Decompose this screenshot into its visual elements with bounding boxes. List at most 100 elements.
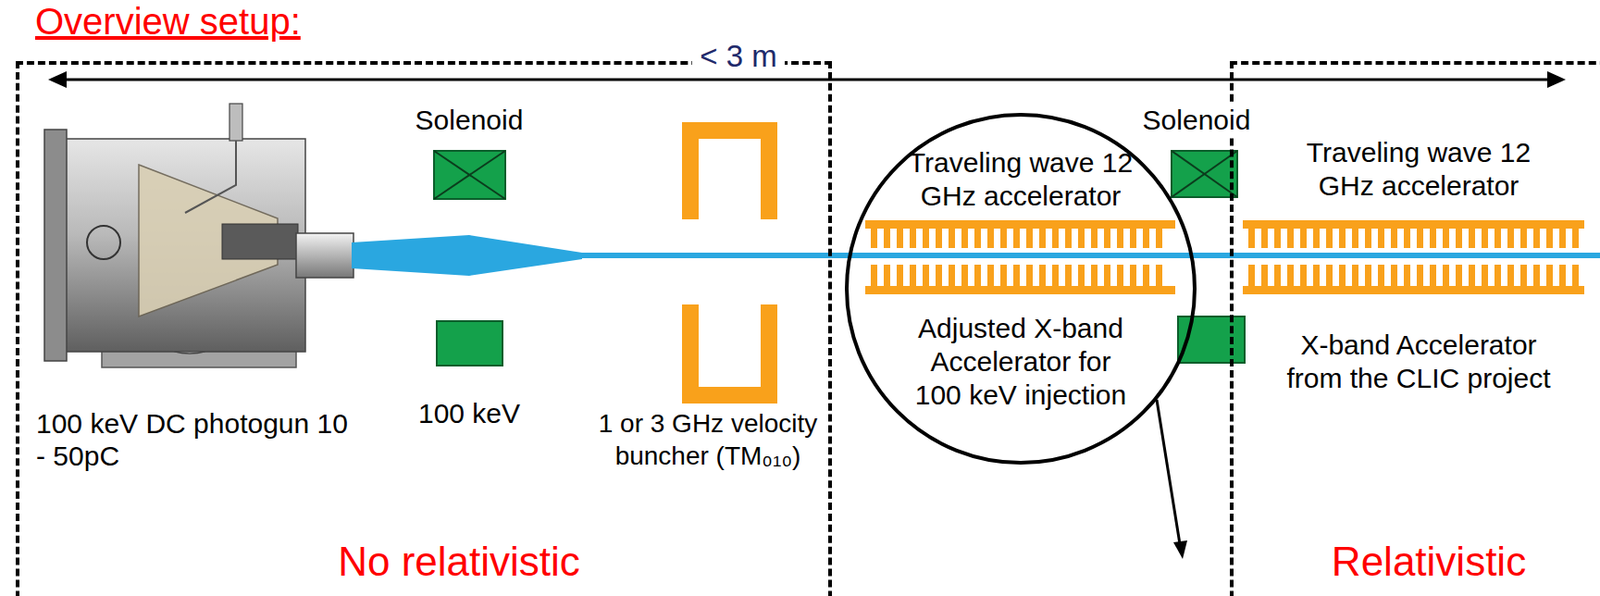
accelerator-structure (1261, 264, 1268, 286)
accelerator-structure (1546, 264, 1553, 286)
accelerator-structure (1026, 264, 1033, 286)
component-label: Solenoid (1136, 103, 1257, 137)
accelerator-structure (1039, 228, 1046, 249)
circle-outline (846, 114, 1195, 463)
accelerator-structure (935, 228, 943, 249)
accelerator-structure (961, 264, 968, 286)
dimension-label: < 3 m (692, 38, 785, 75)
dimension-arrow (48, 71, 1566, 88)
dimension-arrow (1547, 71, 1566, 88)
energy-label: 100 keV (409, 396, 530, 431)
accelerator-structure (1116, 228, 1124, 249)
accelerator-structure (1572, 228, 1579, 249)
accelerator-structure (1339, 264, 1346, 286)
component-label: 1 or 3 GHz velocity buncher (TM₀₁₀) (586, 407, 830, 472)
accelerator-structure (1481, 264, 1489, 286)
accelerator-structure (896, 264, 904, 286)
accelerator-structure (1129, 228, 1137, 249)
accelerator-structure (883, 228, 891, 249)
accelerator-structure (1013, 264, 1020, 286)
accelerator-structure (1103, 264, 1111, 286)
accelerator-structure (1274, 264, 1281, 286)
photogun-drawing (296, 233, 354, 278)
accelerator-structure (896, 228, 904, 249)
accelerator-structure (948, 228, 956, 249)
accelerator-structure (1429, 228, 1437, 249)
solenoid-coil (1171, 150, 1238, 198)
component-label: Traveling wave 12 GHz accelerator (899, 146, 1142, 213)
accelerator-structure (1248, 228, 1255, 249)
photogun-drawing (229, 103, 243, 141)
accelerator-structure (1533, 228, 1540, 249)
accelerator-structure (1000, 264, 1007, 286)
solenoid-coil (434, 150, 506, 199)
accelerator-structure (1052, 228, 1059, 249)
accelerator-structure (1351, 264, 1359, 286)
accelerator-structure (1326, 228, 1333, 249)
accelerator-structure (1468, 228, 1476, 249)
accelerator-structure (1403, 264, 1411, 286)
accelerator-structure (1078, 264, 1085, 286)
accelerator-structure (1300, 264, 1307, 286)
accelerator-structure (1455, 228, 1463, 249)
accelerator-structure (1429, 264, 1437, 286)
accelerator-structure (870, 228, 878, 249)
pointer-arrow (1156, 399, 1188, 559)
component-label: Traveling wave 12 GHz accelerator (1297, 136, 1540, 203)
accelerator-structure (1242, 220, 1585, 295)
accelerator-structure (1403, 228, 1411, 249)
accelerator-structure (974, 264, 981, 286)
electron-beam (351, 235, 583, 276)
component-label: 100 keV DC photogun 10 - 50pC (36, 407, 356, 472)
accelerator-structure (1416, 228, 1424, 249)
accelerator-structure (1000, 228, 1007, 249)
accelerator-structure (1377, 228, 1385, 249)
solenoid-coil (1171, 150, 1238, 198)
accelerator-structure (1026, 228, 1033, 249)
region-box: No relativistic (15, 61, 832, 596)
accelerator-structure (935, 264, 943, 286)
photogun-drawing (185, 140, 236, 213)
accelerator-structure (883, 264, 891, 286)
accelerator-structure (1468, 264, 1476, 286)
accelerator-structure (1039, 264, 1046, 286)
solenoid-coil (434, 150, 506, 199)
accelerator-structure (1242, 285, 1585, 295)
accelerator-structure (1364, 264, 1372, 286)
accelerator-structure (1248, 264, 1255, 286)
dimension-arrow (61, 78, 1553, 82)
solenoid-coil (1171, 150, 1245, 363)
pointer-arrow (1156, 399, 1180, 545)
solenoid-coil (434, 150, 506, 366)
electron-beam (582, 252, 1600, 259)
accelerator-structure (1494, 264, 1501, 286)
accelerator-structure (1390, 228, 1398, 249)
photogun-drawing (44, 129, 67, 361)
accelerator-structure (1313, 228, 1320, 249)
accelerator-structure (1287, 228, 1294, 249)
accelerator-structure (870, 264, 878, 286)
accelerator-structure (1455, 264, 1463, 286)
accelerator-structure (1155, 228, 1163, 249)
pointer-arrow (1173, 540, 1188, 559)
solenoid-coil (434, 150, 506, 199)
accelerator-structure (1533, 264, 1540, 286)
accelerator-structure (1013, 228, 1020, 249)
accelerator-structure (1326, 264, 1333, 286)
accelerator-structure (1065, 264, 1072, 286)
accelerator-structure (1442, 228, 1450, 249)
accelerator-structure (1142, 264, 1150, 286)
accelerator-structure (1546, 228, 1553, 249)
accelerator-structure (1155, 264, 1163, 286)
accelerator-structure (1507, 264, 1514, 286)
solenoid-coil (1171, 150, 1238, 198)
accelerator-structure (1287, 264, 1294, 286)
accelerator-structure (865, 220, 1176, 295)
accelerator-structure (1052, 264, 1059, 286)
accelerator-structure (1559, 228, 1566, 249)
accelerator-structure (909, 264, 917, 286)
accelerator-structure (865, 220, 1176, 229)
accelerator-structure (1091, 264, 1098, 286)
accelerator-structure (961, 228, 968, 249)
